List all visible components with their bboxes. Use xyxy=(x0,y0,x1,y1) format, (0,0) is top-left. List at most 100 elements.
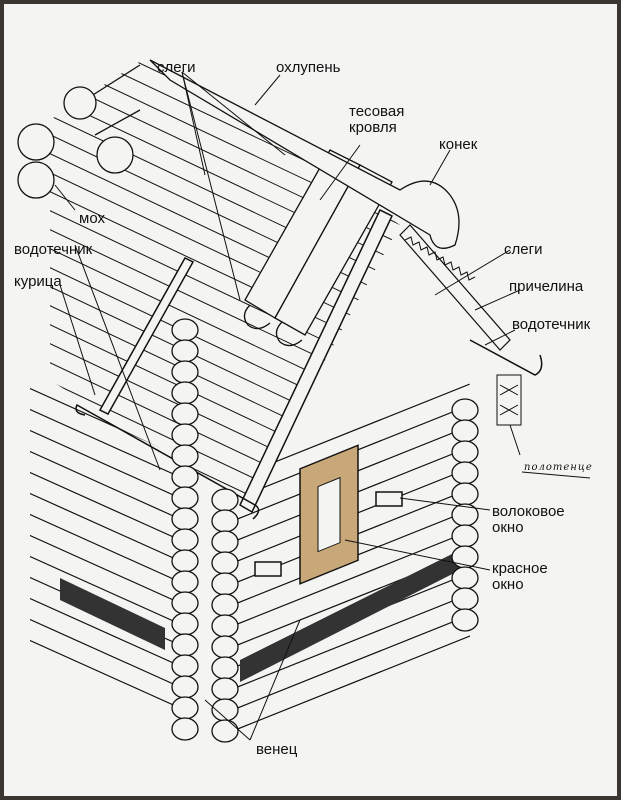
label-polotentse: полотенце xyxy=(524,462,593,473)
label-krasnoe-okno: красное окно xyxy=(492,560,548,593)
log-end xyxy=(211,509,239,533)
label-kuritsa: курица xyxy=(14,273,62,290)
roof-boards xyxy=(243,149,393,347)
vodotechnik-left xyxy=(75,403,260,520)
log-end xyxy=(171,318,199,342)
log-end xyxy=(171,654,199,678)
log-line xyxy=(30,614,175,688)
log-line xyxy=(30,509,175,583)
slegi-poles xyxy=(98,208,393,514)
log-line xyxy=(30,593,175,667)
log-line xyxy=(30,635,175,709)
log-end xyxy=(451,461,479,485)
log-line xyxy=(30,425,175,499)
roof-line xyxy=(50,300,400,482)
log-end xyxy=(171,591,199,615)
log-line xyxy=(30,698,175,720)
log-end xyxy=(171,339,199,363)
log-end xyxy=(451,566,479,590)
log-line xyxy=(20,741,180,796)
log-line xyxy=(30,719,175,720)
venets-band-right xyxy=(240,545,470,682)
label-tesovaya-krovlya: тесовая кровля xyxy=(349,103,405,136)
log-line xyxy=(30,385,175,457)
log-line xyxy=(30,488,175,562)
label-konek: конек xyxy=(439,136,478,153)
log-end xyxy=(171,633,199,657)
label-vodotechnik-left: водотечник xyxy=(14,241,93,258)
log-end xyxy=(211,719,239,743)
log-line xyxy=(238,631,470,733)
left-wall-logs xyxy=(20,385,180,796)
log-end xyxy=(451,440,479,464)
log-end xyxy=(451,587,479,611)
log-end xyxy=(171,696,199,720)
polotentse-board xyxy=(496,374,522,426)
prichelina-carving xyxy=(404,236,476,281)
leader-lines xyxy=(54,71,591,741)
label-vodotechnik-right: водотечник xyxy=(512,316,591,333)
polotentse-carving xyxy=(499,384,519,416)
log-end xyxy=(211,488,239,512)
log-end xyxy=(171,717,199,741)
label-prichelina: причелина xyxy=(509,278,584,295)
log-line xyxy=(30,467,175,541)
log-end xyxy=(211,656,239,680)
log-end xyxy=(451,524,479,548)
log-end xyxy=(211,530,239,554)
log-end xyxy=(171,612,199,636)
label-mokh: мох xyxy=(79,210,105,227)
log-end xyxy=(171,360,199,384)
log-line xyxy=(30,404,175,478)
venets-band-left xyxy=(60,578,165,650)
log-end xyxy=(451,482,479,506)
roof-line xyxy=(50,319,400,501)
corner-log-ends xyxy=(171,318,479,743)
log-line xyxy=(30,677,175,720)
log-end xyxy=(211,572,239,596)
log-end xyxy=(211,551,239,575)
log-line xyxy=(30,530,175,604)
label-venets: венец xyxy=(256,741,298,758)
volokovoe-okno xyxy=(375,491,403,507)
vodotechnik-right xyxy=(469,339,543,376)
log-end xyxy=(451,608,479,632)
log-line xyxy=(238,673,470,742)
log-end xyxy=(171,381,199,405)
krasnoe-okno-opening xyxy=(317,476,341,553)
log-end xyxy=(171,465,199,489)
log-end xyxy=(211,593,239,617)
log-line xyxy=(30,385,175,436)
prichelina-board xyxy=(399,224,511,351)
log-line xyxy=(238,610,470,712)
log-line xyxy=(30,446,175,520)
log-line xyxy=(238,589,470,691)
log-end xyxy=(171,675,199,699)
log-end xyxy=(211,614,239,638)
log-end xyxy=(171,423,199,447)
log-end xyxy=(211,677,239,701)
mokh-logs-inset xyxy=(17,64,141,199)
log-line xyxy=(30,551,175,625)
roof-line xyxy=(50,281,400,463)
log-line xyxy=(30,385,175,394)
log-end xyxy=(171,549,199,573)
log-end xyxy=(451,398,479,422)
roof-line xyxy=(50,357,400,505)
label-slegi-top: слеги xyxy=(157,59,196,76)
roof-line xyxy=(50,148,400,330)
label-volokovoe-okno: волоковое окно xyxy=(492,503,565,536)
gable-wall-logs xyxy=(238,379,470,742)
log-end xyxy=(451,503,479,527)
okhlupen-ridge xyxy=(149,59,460,249)
log-line xyxy=(30,656,175,720)
label-okhlupen: охлупень xyxy=(276,59,341,76)
log-line xyxy=(238,526,470,628)
log-end xyxy=(171,444,199,468)
label-slegi-right: слеги xyxy=(504,241,543,258)
log-end xyxy=(171,570,199,594)
log-line xyxy=(30,385,175,415)
log-end xyxy=(171,507,199,531)
log-end xyxy=(171,528,199,552)
log-end xyxy=(171,486,199,510)
